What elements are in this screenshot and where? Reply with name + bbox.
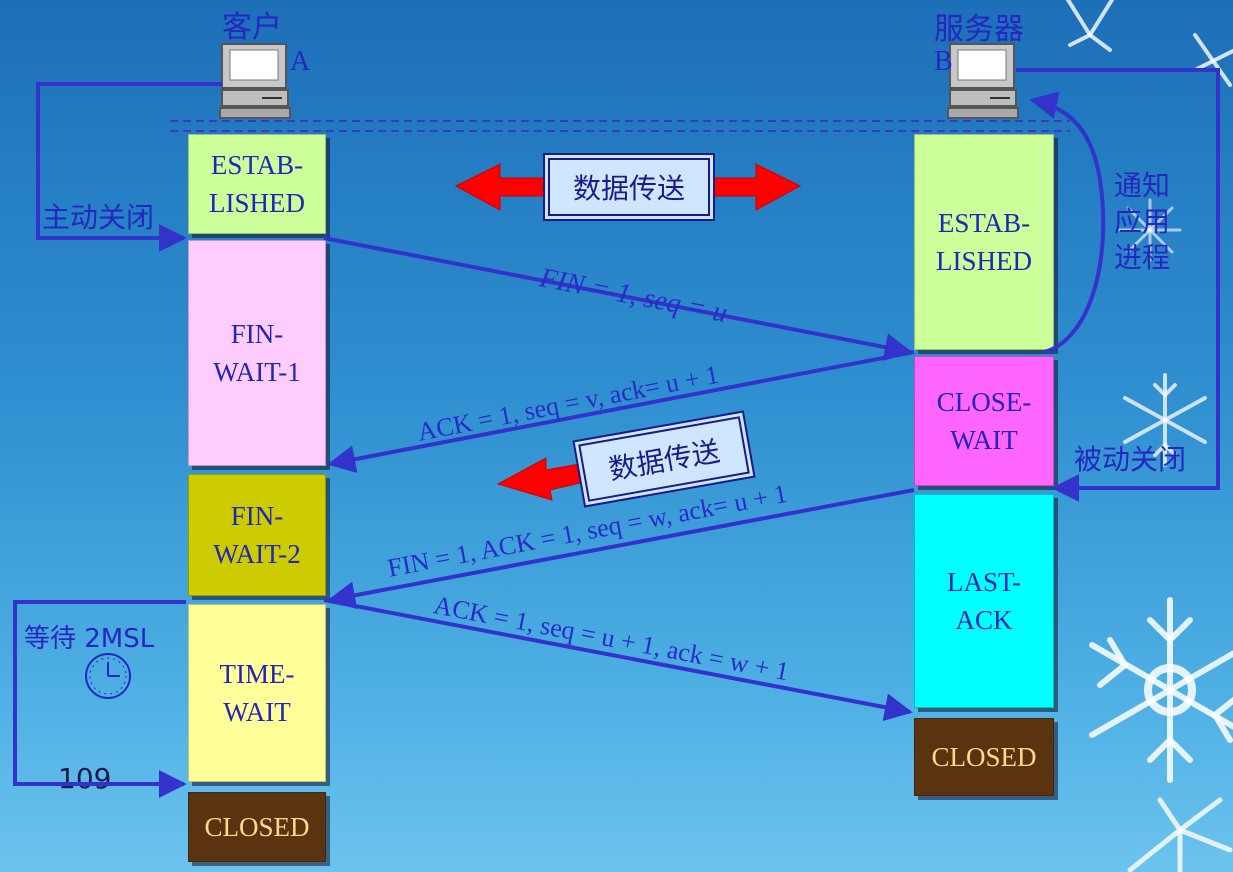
active-close-label: 主动关闭 [42,201,155,234]
client-letter: A [290,46,311,77]
client-title: 客户 [222,10,282,45]
client-state-time-wait: TIME- WAIT [188,604,326,782]
passive-close-label: 被动关闭 [1074,443,1187,476]
server-state-closed: CLOSED [914,718,1054,796]
notify-app-label: 通知 应用 进程 [1114,169,1171,274]
server-letter: B [934,46,953,77]
client-state-closed: CLOSED [188,792,326,862]
client-state-established: ESTAB- LISHED [188,134,326,234]
server-title: 服务器 [934,12,1024,47]
data-transfer-label-1: 数据传送 [548,158,710,216]
client-state-fin-wait-1: FIN- WAIT-1 [188,240,326,466]
server-state-close-wait: CLOSE- WAIT [914,356,1054,486]
server-state-established: ESTAB- LISHED [914,134,1054,350]
server-state-last-ack: LAST- ACK [914,494,1054,708]
client-state-fin-wait-2: FIN- WAIT-2 [188,474,326,596]
page-number: 109 [58,762,112,795]
wait-2msl-label: 等待 2MSL [24,624,155,654]
